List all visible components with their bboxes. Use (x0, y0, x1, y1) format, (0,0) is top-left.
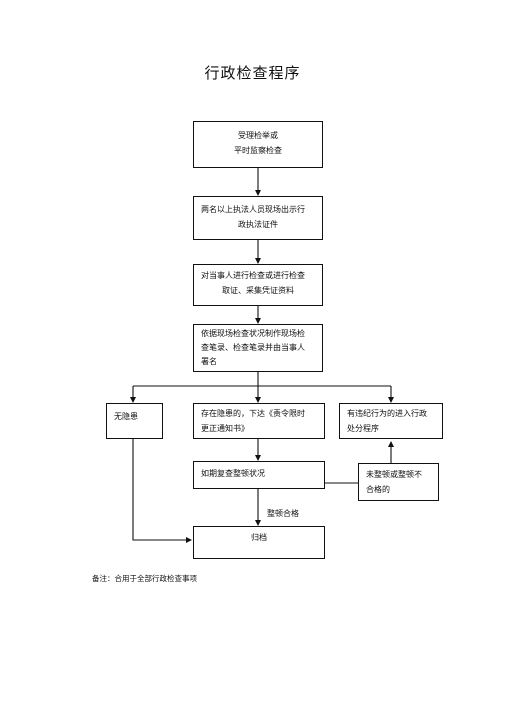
box-not-fixed: 未整顿或整顿不 合格的 (358, 463, 439, 501)
box-start: 受理检举或 平时监察检查 (193, 121, 323, 168)
footnote: 备注：合用于全部行政检查事项 (92, 574, 197, 583)
box-violation: 有违纪行为的进入行政 处分程序 (339, 403, 443, 439)
box-archive: 归档 (193, 526, 325, 559)
edge-label-qualified: 整顿合格 (267, 509, 299, 518)
box-record: 依据现场检查状况制作现场检 查笔录、检查笔录并由当事人 署名 (193, 324, 323, 372)
page-title: 行政检查程序 (204, 64, 301, 82)
box-recheck: 如期复查整顿状况 (193, 461, 325, 489)
box-hazard: 存在隐患的，下达《责令限时 更正通知书》 (193, 403, 325, 439)
box-inspect: 对当事人进行检查或进行检查 取证、采集凭证资料 (193, 264, 323, 306)
box-no-hazard: 无隐患 (106, 403, 163, 439)
arrow-no-hazard-to-archive (132, 439, 192, 543)
box-show-id: 两名以上执法人员现场出示行 政执法证件 (193, 196, 323, 240)
